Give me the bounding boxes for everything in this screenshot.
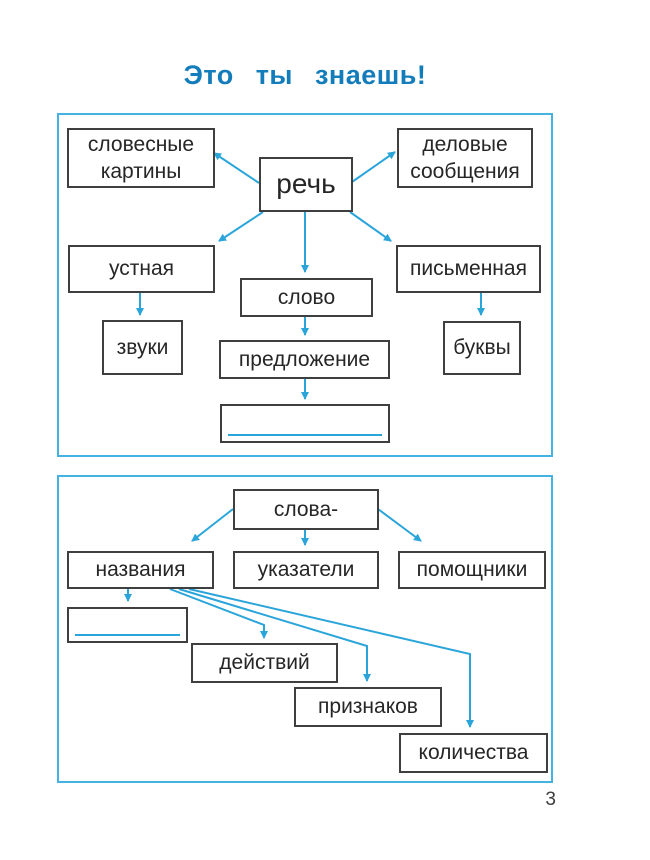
node-word: слово [240, 278, 373, 317]
node-verbal-pictures: словесные картины [67, 128, 215, 188]
node-sentence: предложение [219, 340, 390, 379]
page-title: Это ты знаешь! [183, 60, 427, 90]
node-pointers: указатели [233, 551, 379, 589]
page-number: 3 [545, 789, 556, 810]
answer-underline [228, 434, 382, 436]
node-letters: буквы [443, 321, 521, 375]
node-business-messages: деловые сообщения [397, 128, 533, 188]
node-written: письменная [396, 245, 541, 293]
blank-answer-box-2 [67, 607, 188, 643]
node-oral: устная [68, 245, 215, 293]
node-names: названия [67, 551, 214, 589]
blank-answer-box [220, 404, 390, 443]
node-words-root: слова- [233, 489, 379, 530]
node-of-quantities: количества [399, 733, 548, 773]
node-speech: речь [259, 157, 353, 212]
node-of-features: признаков [294, 687, 442, 727]
diagram-panel-words: слова- названия указатели помощники дейс… [57, 475, 553, 783]
answer-underline [75, 634, 180, 636]
node-sounds: звуки [102, 320, 183, 375]
node-of-actions: действий [191, 643, 338, 683]
diagram-panel-speech: словесные картины речь деловые сообщения… [57, 113, 553, 457]
node-helpers: помощники [398, 551, 546, 589]
